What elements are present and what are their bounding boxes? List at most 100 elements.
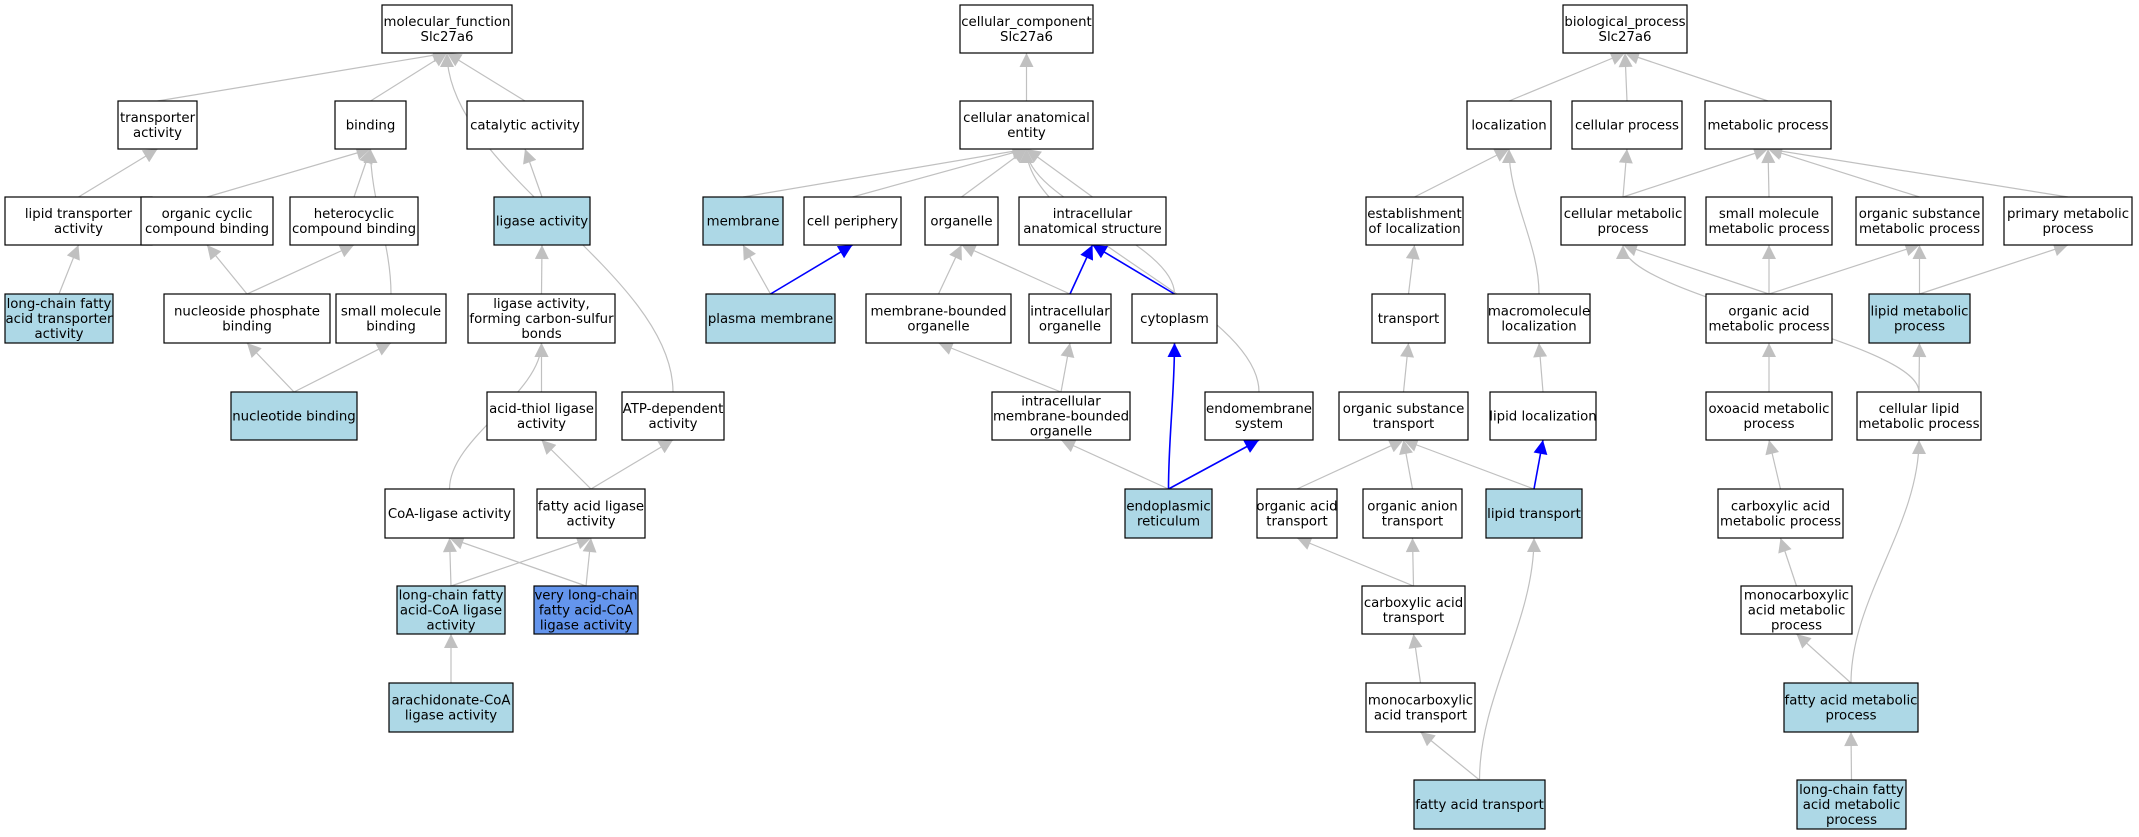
node-label: ligase activity — [540, 619, 632, 634]
node-label: lipid transporter — [25, 207, 133, 222]
edge-lipid_mp-to-primary_mp — [1919, 242, 2069, 295]
node-label: monocarboxylic — [1368, 694, 1473, 709]
node-box — [1717, 488, 1844, 539]
node-cytoplasm[interactable]: cytoplasm — [1131, 293, 1218, 344]
edge-fatty_acid_mp-to-cellular_lipid_mp — [1850, 439, 1926, 684]
edge-intracellular_organelle-to-intracellular_anatomical_structure — [1069, 244, 1094, 295]
node-box — [991, 391, 1131, 441]
edge-er-to-cytoplasm — [1167, 342, 1182, 490]
node-binding[interactable]: binding — [334, 100, 407, 150]
node-cell-periphery[interactable]: cell periphery — [803, 196, 902, 246]
node-box — [1018, 196, 1167, 246]
node-metabolic-process[interactable]: metabolic process — [1704, 100, 1832, 150]
node-box — [702, 196, 784, 246]
node-ligase-activity[interactable]: ligase activity — [493, 196, 591, 246]
node-organelle[interactable]: organelle — [924, 196, 999, 246]
edge-monocarboxylic_acid_transport-to-carboxylic_acid_transport — [1408, 633, 1423, 684]
node-cellular-process[interactable]: cellular process — [1571, 100, 1683, 150]
edge-carboxylic_acid_mp-to-oxoacid_mp — [1765, 439, 1782, 490]
node-coa-ligase[interactable]: CoA-ligase activity — [384, 488, 515, 539]
node-transport[interactable]: transport — [1371, 293, 1446, 344]
node-box — [1560, 196, 1686, 246]
edge-catalytic_activity-to-mf — [446, 52, 526, 102]
edge-membrane-to-cellular_anatomical_entity — [742, 144, 1027, 198]
node-label: metabolic process — [1708, 222, 1829, 237]
node-box — [1361, 585, 1466, 635]
edge-lipid_transport-to-lipid_localization — [1533, 439, 1548, 490]
node-label: cellular metabolic — [1564, 207, 1683, 222]
node-label: lipid metabolic — [1871, 305, 1969, 320]
node-lipid-transport[interactable]: lipid transport — [1485, 488, 1583, 539]
node-box — [4, 293, 114, 344]
node-label: organic anion — [1367, 500, 1457, 515]
node-fatty-acid-transport[interactable]: fatty acid transport — [1413, 779, 1546, 830]
node-label: activity — [517, 417, 566, 432]
node-label: primary metabolic — [2007, 207, 2129, 222]
node-localization[interactable]: localization — [1466, 100, 1552, 150]
node-label: fatty acid transport — [1415, 798, 1544, 813]
node-label: acid-CoA ligase — [400, 604, 502, 619]
node-catalytic-activity[interactable]: catalytic activity — [466, 100, 584, 150]
node-membrane[interactable]: membrane — [702, 196, 784, 246]
node-label: membrane-bounded — [993, 410, 1129, 425]
edge-nucleoside_phosphate_binding-to-heterocyclic_binding — [246, 244, 355, 295]
edge-ligase_cs_bonds-to-ligase_activity — [534, 244, 549, 295]
node-box — [621, 391, 725, 441]
node-plasma-membrane[interactable]: plasma membrane — [705, 293, 836, 344]
node-box — [1131, 293, 1218, 344]
edge-nucleotide_binding-to-small_molecule_binding — [293, 342, 392, 393]
node-label: carboxylic acid — [1731, 500, 1830, 515]
node-lipid-localization[interactable]: lipid localization — [1489, 391, 1597, 441]
node-ligase-cs-bonds[interactable]: ligase activity,forming carbon-sulfurbon… — [467, 293, 616, 344]
edge-lipid_localization-to-macromolecule_localization — [1533, 342, 1548, 393]
node-label: acid metabolic — [1803, 798, 1901, 813]
node-nucleotide-binding[interactable]: nucleotide binding — [230, 391, 358, 441]
edge-heterocyclic_binding-to-binding — [353, 148, 373, 198]
node-label: reticulum — [1137, 515, 1200, 530]
node-label: cellular anatomical — [963, 111, 1090, 126]
